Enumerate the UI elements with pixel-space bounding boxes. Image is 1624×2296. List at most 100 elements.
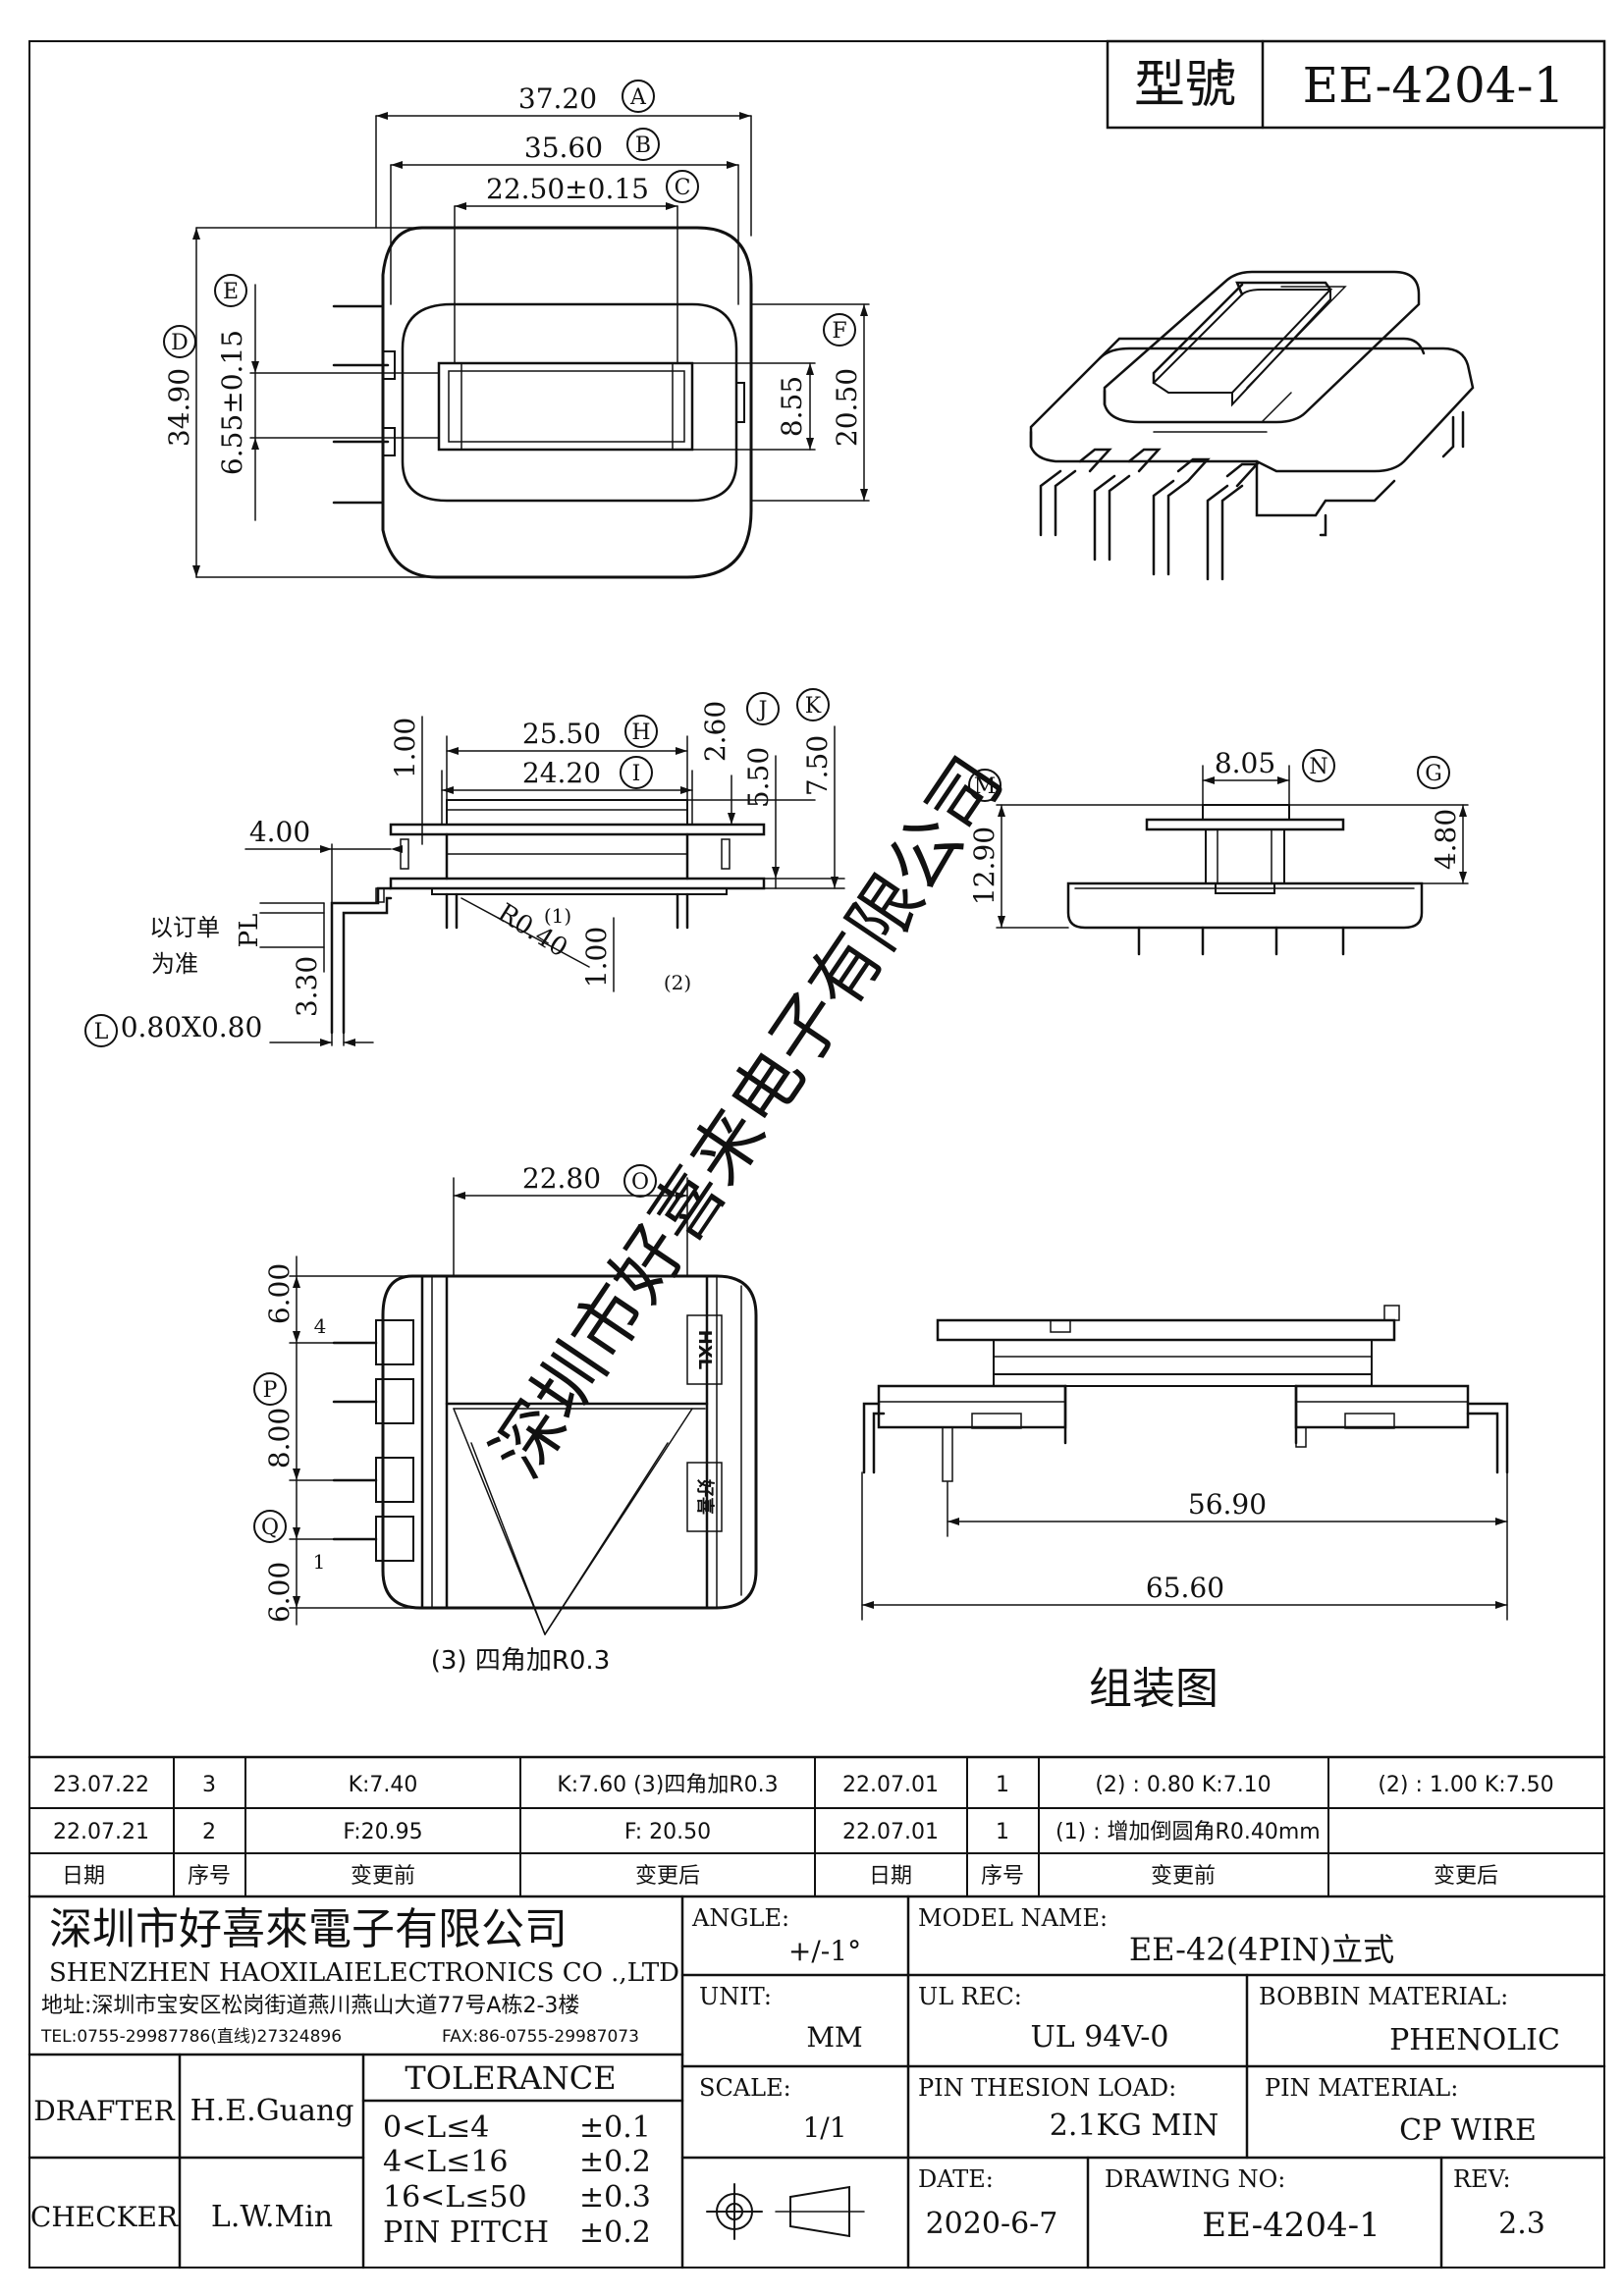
dim-B: 35.60 (524, 132, 603, 164)
circle-G: G (1425, 762, 1442, 786)
marking-1: HXL (694, 1330, 715, 1369)
tol-r0-range: 0<L≤4 (383, 2110, 489, 2145)
rev-r1-c5: 1 (996, 1820, 1009, 1844)
revision-table: 23.07.22 3 K:7.40 K:7.60 (3)四角加R0.3 22.0… (27, 1755, 1606, 1898)
rev-r0-c4: 22.07.01 (842, 1773, 939, 1797)
company-tel: TEL:0755-29987786(直线)27324896 (40, 2027, 342, 2047)
order-note-2: 为准 (151, 950, 198, 978)
corner-note: (3) 四角加R0.3 (431, 1646, 611, 1676)
circle-I: I (632, 762, 641, 786)
ulrec-value: UL 94V-0 (1030, 2020, 1168, 2055)
circle-J: J (757, 698, 768, 722)
dim-left: 4.00 (249, 816, 310, 848)
rev-r0-c0: 23.07.22 (53, 1773, 149, 1797)
rev-h3: 变更后 (635, 1864, 700, 1889)
dim-E: 6.55±0.15 (216, 330, 248, 475)
checker-value: L.W.Min (211, 2200, 333, 2234)
dim-top-gap: 1.00 (389, 718, 421, 778)
pinload-value: 2.1KG MIN (1050, 2109, 1218, 2143)
rev-r0-c2: K:7.40 (349, 1773, 418, 1797)
rev-h4: 日期 (869, 1864, 912, 1889)
order-note-1: 以订单 (149, 914, 220, 941)
marking-2: 好喜 (694, 1478, 716, 1515)
tol-r1-value: ±0.2 (579, 2145, 651, 2179)
pin-1-label: 1 (313, 1550, 326, 1574)
rev-h0: 日期 (62, 1864, 105, 1889)
assembly-label: 组装图 (1089, 1664, 1218, 1714)
dim-D: 34.90 (163, 368, 195, 447)
pinmat-label: PIN MATERIAL: (1265, 2074, 1458, 2102)
scale-value: 1/1 (802, 2111, 846, 2144)
bottom-view: 22.80 6.00 8.00 6.00 4 1 HXL 好喜 (3) 四角加R… (253, 1162, 758, 1676)
pl-label: PL (235, 914, 264, 948)
dim-pin-h: 3.30 (291, 956, 323, 1017)
dim-K2: 7.50 (801, 735, 834, 796)
circle-C: C (675, 176, 691, 200)
circle-F: F (832, 319, 846, 344)
rev-r0-c7: (2) : 1.00 K:7.50 (1378, 1773, 1553, 1797)
dim-G: 4.80 (1430, 809, 1462, 870)
rev-r1-c4: 22.07.01 (842, 1820, 939, 1844)
company-address: 地址:深圳市宝安区松岗街道燕川燕山大道77号A栋2-3楼 (41, 1994, 579, 2018)
top-view: 37.20 35.60 22.50±0.15 34.90 6.55±0.15 2… (163, 80, 870, 579)
title-label: 型號 (1134, 56, 1236, 115)
unit-value: MM (806, 2021, 862, 2054)
dim-inner: 8.55 (776, 376, 808, 437)
dim-H: 25.50 (522, 718, 601, 750)
circle-O: O (631, 1170, 649, 1195)
tol-r3-value: ±0.2 (579, 2216, 651, 2250)
circle-P: P (263, 1378, 278, 1403)
angle-value: +/-1° (788, 1935, 861, 1967)
ulrec-label: UL REC: (918, 1983, 1022, 2010)
dim-C: 22.50±0.15 (486, 173, 649, 205)
tol-r3-range: PIN PITCH (383, 2216, 549, 2250)
title-block: 型號 EE-4204-1 (1106, 39, 1606, 130)
note-1: (1) (544, 904, 571, 928)
drawno-label: DRAWING NO: (1105, 2165, 1285, 2193)
dim-F: 20.50 (831, 368, 863, 447)
pin-4-label: 4 (314, 1314, 327, 1338)
tolerance-title: TOLERANCE (405, 2059, 616, 2097)
date-value: 2020-6-7 (926, 2207, 1058, 2241)
model-value: EE-42(4PIN)立式 (1129, 1931, 1394, 1968)
circle-E: E (223, 280, 239, 304)
rev-h7: 变更后 (1434, 1864, 1498, 1889)
company-name-en: SHENZHEN HAOXILAIELECTRONICS CO .,LTD (49, 1958, 679, 1988)
dim-w2: 65.60 (1146, 1572, 1224, 1604)
drafter-label: DRAFTER (33, 2095, 175, 2127)
pinmat-value: CP WIRE (1399, 2113, 1537, 2148)
rev-r1-c2: F:20.95 (343, 1820, 422, 1844)
side-view: 25.50 24.20 1.00 2.60 5.50 7.50 4.00 R0.… (84, 688, 845, 1047)
circle-N: N (1309, 755, 1327, 779)
rev-r1-c6: (1) : 增加倒圆角R0.40mm (1056, 1820, 1321, 1844)
tol-r2-value: ±0.3 (579, 2180, 651, 2215)
front-view: 8.05 12.90 4.80 M N G (968, 747, 1469, 956)
dim-w1: 56.90 (1188, 1488, 1267, 1521)
rev-h2: 变更前 (351, 1864, 415, 1889)
dim-M: 12.90 (968, 827, 1001, 905)
rev-r1-c3: F: 20.50 (624, 1820, 711, 1844)
rev-h1: 序号 (188, 1864, 231, 1889)
tol-r2-range: 16<L≤50 (383, 2180, 527, 2215)
tol-r1-range: 4<L≤16 (383, 2145, 508, 2179)
dim-I: 24.20 (522, 757, 601, 789)
model-label: MODEL NAME: (918, 1904, 1108, 1932)
unit-label: UNIT: (699, 1983, 772, 2010)
circle-M: M (974, 774, 997, 799)
angle-label: ANGLE: (691, 1904, 789, 1932)
rev-value: 2.3 (1498, 2207, 1545, 2241)
circle-A: A (629, 85, 647, 110)
dim-K: 5.50 (742, 747, 775, 808)
rev-r1-c0: 22.07.21 (53, 1820, 149, 1844)
title-part-number: EE-4204-1 (1303, 57, 1565, 114)
dim-O: 22.80 (522, 1162, 601, 1195)
date-label: DATE: (918, 2165, 994, 2193)
rev-r0-c1: 3 (202, 1773, 216, 1797)
dim-pin-sq: 0.80X0.80 (121, 1011, 263, 1043)
drafter-value: H.E.Guang (190, 2094, 354, 2128)
dim-N: 8.05 (1215, 747, 1275, 779)
circle-Q: Q (261, 1516, 279, 1540)
rev-h6: 变更前 (1151, 1864, 1216, 1889)
